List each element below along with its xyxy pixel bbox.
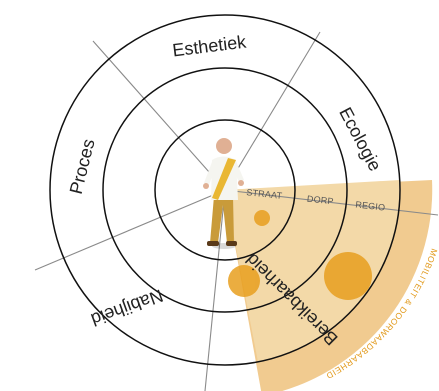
person-sash (212, 158, 236, 200)
person-shoe-right (226, 241, 237, 246)
person-figure (203, 138, 244, 249)
ring-outer (49, 14, 401, 366)
bubbles (228, 210, 372, 300)
label-ring-straat: STRAAT (246, 187, 283, 201)
label-esthetiek: Esthetiek (171, 31, 248, 60)
person-legs (210, 196, 234, 243)
sector-dividers (34, 31, 439, 391)
label-nabijheid: Nabijheid (88, 285, 165, 329)
person-shoe-left (207, 241, 219, 246)
label-ring-regio: REGIO (355, 199, 386, 212)
bereikbaarheid-highlight-wedge (225, 180, 401, 362)
bubble-large (324, 252, 372, 300)
person-head (216, 138, 232, 154)
ring-inner (154, 119, 296, 261)
divider-bottom (204, 189, 226, 391)
label-ring-dorp: DORP (306, 194, 334, 207)
person-hand-right (238, 180, 244, 186)
divider-top-right (224, 31, 321, 191)
label-proces: Proces (66, 137, 99, 196)
person-hand-left (203, 183, 209, 189)
divider-left (34, 189, 226, 271)
bubble-medium (228, 265, 260, 297)
label-ecologie: Ecologie (335, 104, 385, 174)
person-arm-left (204, 162, 215, 185)
divider-right (224, 189, 439, 216)
concentric-rings (49, 14, 401, 366)
bubble-small (254, 210, 270, 226)
divider-top-left (92, 40, 226, 191)
person-arm-right (233, 161, 244, 183)
ring-middle (102, 67, 348, 313)
